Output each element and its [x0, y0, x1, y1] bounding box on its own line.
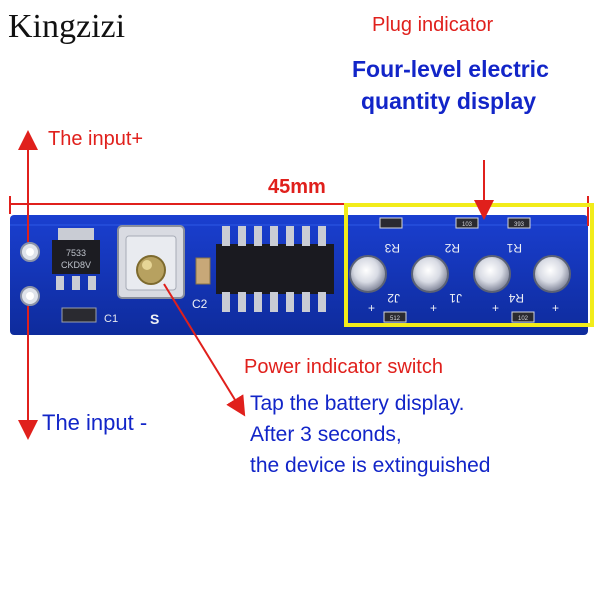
svg-text:7533: 7533 [66, 248, 86, 258]
svg-text:+: + [492, 301, 499, 315]
power-switch-label: Power indicator switch [244, 356, 443, 378]
tap-instruction-line2: After 3 seconds, [250, 423, 402, 446]
input-minus-label: The input - [42, 410, 148, 435]
svg-text:C2: C2 [192, 297, 208, 311]
indicator-highlight-box [344, 203, 594, 327]
svg-text:S: S [150, 311, 159, 327]
svg-text:R3: R3 [384, 241, 400, 255]
svg-text:+: + [552, 301, 559, 315]
power-switch-arrow [163, 283, 246, 417]
svg-text:+: + [430, 301, 437, 315]
plug-indicator-label: Plug indicator [372, 14, 494, 36]
svg-text:R4: R4 [508, 291, 524, 305]
svg-text:512: 512 [390, 316, 401, 322]
svg-text:C1: C1 [104, 313, 118, 325]
svg-text:CKD8V: CKD8V [61, 260, 91, 270]
four-level-label-line1: Four-level electric [352, 56, 549, 82]
brand-name: Kingzizi [8, 8, 126, 45]
regulator-chip [52, 240, 100, 274]
led-level-2 [411, 255, 449, 293]
svg-text:102: 102 [518, 316, 529, 322]
svg-text:J2: J2 [387, 291, 400, 305]
svg-text:103: 103 [462, 222, 473, 228]
svg-text:393: 393 [514, 222, 525, 228]
tap-instruction-line1: Tap the battery display. [250, 392, 465, 415]
four-level-label-line2: quantity display [361, 88, 537, 114]
input-plus-label: The input+ [48, 128, 144, 150]
svg-text:R1: R1 [506, 241, 522, 255]
svg-text:J1: J1 [449, 291, 462, 305]
led-level-3 [473, 255, 511, 293]
main-ic [216, 226, 334, 312]
tap-instruction-line3: the device is extinguished [250, 454, 491, 477]
width-dimension-label: 45mm [268, 176, 326, 198]
led-level-1 [349, 255, 387, 293]
svg-text:R2: R2 [444, 241, 460, 255]
svg-text:+: + [368, 301, 375, 315]
led-level-4 [533, 255, 571, 293]
